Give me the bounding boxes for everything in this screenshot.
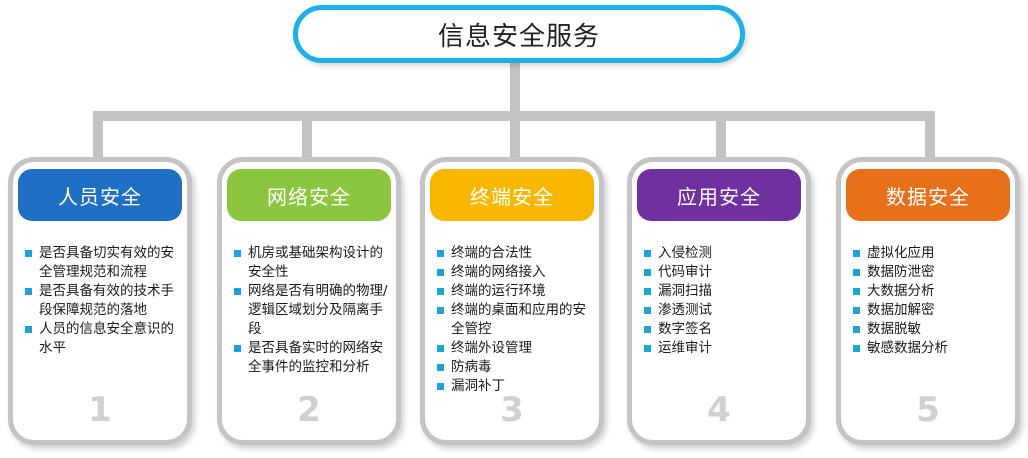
card-header: 网络安全 bbox=[227, 169, 391, 221]
root-node: 信息安全服务 bbox=[293, 5, 745, 63]
card-item-list: 入侵检测代码审计漏洞扫描渗透测试数字签名运维审计 bbox=[644, 244, 804, 358]
connector-drop-1 bbox=[93, 111, 103, 161]
list-item: 终端的合法性 bbox=[437, 244, 597, 263]
card-number: 5 bbox=[916, 390, 940, 430]
list-item: 大数据分析 bbox=[853, 282, 1013, 301]
card-header: 终端安全 bbox=[430, 169, 594, 221]
card-number: 1 bbox=[88, 390, 112, 430]
card-title: 人员安全 bbox=[58, 184, 142, 209]
list-item: 人员的信息安全意识的水平 bbox=[25, 320, 185, 358]
list-item: 终端外设管理 bbox=[437, 339, 597, 358]
card-application-security: 应用安全 入侵检测代码审计漏洞扫描渗透测试数字签名运维审计 4 bbox=[627, 157, 811, 445]
list-item: 运维审计 bbox=[644, 339, 804, 358]
list-item: 终端的运行环境 bbox=[437, 282, 597, 301]
connector-trunk bbox=[510, 62, 520, 114]
card-personnel-security: 人员安全 是否具备切实有效的安全管理规范和流程是否具备有效的技术手段保障规范的落… bbox=[8, 157, 192, 445]
list-item: 数据防泄密 bbox=[853, 263, 1013, 282]
card-endpoint-security: 终端安全 终端的合法性终端的网络接入终端的运行环境终端的桌面和应用的安全管控终端… bbox=[420, 157, 604, 445]
list-item: 入侵检测 bbox=[644, 244, 804, 263]
card-header: 应用安全 bbox=[637, 169, 801, 221]
list-item: 漏洞补丁 bbox=[437, 377, 597, 396]
connector-drop-5 bbox=[925, 111, 935, 161]
card-data-security: 数据安全 虚拟化应用数据防泄密大数据分析数据加解密数据脱敏敏感数据分析 5 bbox=[836, 157, 1020, 445]
list-item: 是否具备切实有效的安全管理规范和流程 bbox=[25, 244, 185, 282]
list-item: 机房或基础架构设计的安全性 bbox=[234, 244, 394, 282]
card-header: 人员安全 bbox=[18, 169, 182, 221]
card-item-list: 机房或基础架构设计的安全性网络是否有明确的物理/逻辑区域划分及隔离手段是否具备实… bbox=[234, 244, 394, 377]
card-item-list: 虚拟化应用数据防泄密大数据分析数据加解密数据脱敏敏感数据分析 bbox=[853, 244, 1013, 358]
list-item: 数据脱敏 bbox=[853, 320, 1013, 339]
card-item-list: 终端的合法性终端的网络接入终端的运行环境终端的桌面和应用的安全管控终端外设管理防… bbox=[437, 244, 597, 396]
list-item: 是否具备实时的网络安全事件的监控和分析 bbox=[234, 339, 394, 377]
list-item: 数字签名 bbox=[644, 320, 804, 339]
connector-drop-2 bbox=[302, 111, 312, 161]
list-item: 终端的网络接入 bbox=[437, 263, 597, 282]
card-title: 应用安全 bbox=[677, 184, 761, 209]
list-item: 是否具备有效的技术手段保障规范的落地 bbox=[25, 282, 185, 320]
card-item-list: 是否具备切实有效的安全管理规范和流程是否具备有效的技术手段保障规范的落地人员的信… bbox=[25, 244, 185, 358]
card-network-security: 网络安全 机房或基础架构设计的安全性网络是否有明确的物理/逻辑区域划分及隔离手段… bbox=[217, 157, 401, 445]
card-header: 数据安全 bbox=[846, 169, 1010, 221]
list-item: 渗透测试 bbox=[644, 301, 804, 320]
card-number: 3 bbox=[500, 390, 524, 430]
connector-drop-4 bbox=[716, 111, 726, 161]
card-title: 数据安全 bbox=[886, 184, 970, 209]
list-item: 敏感数据分析 bbox=[853, 339, 1013, 358]
list-item: 防病毒 bbox=[437, 358, 597, 377]
card-title: 终端安全 bbox=[470, 184, 554, 209]
list-item: 终端的桌面和应用的安全管控 bbox=[437, 301, 597, 339]
list-item: 数据加解密 bbox=[853, 301, 1013, 320]
card-number: 4 bbox=[707, 390, 731, 430]
connector-drop-3 bbox=[510, 111, 520, 161]
card-title: 网络安全 bbox=[267, 184, 351, 209]
list-item: 代码审计 bbox=[644, 263, 804, 282]
card-number: 2 bbox=[297, 390, 321, 430]
list-item: 虚拟化应用 bbox=[853, 244, 1013, 263]
list-item: 网络是否有明确的物理/逻辑区域划分及隔离手段 bbox=[234, 282, 394, 339]
root-title: 信息安全服务 bbox=[437, 21, 600, 52]
list-item: 漏洞扫描 bbox=[644, 282, 804, 301]
